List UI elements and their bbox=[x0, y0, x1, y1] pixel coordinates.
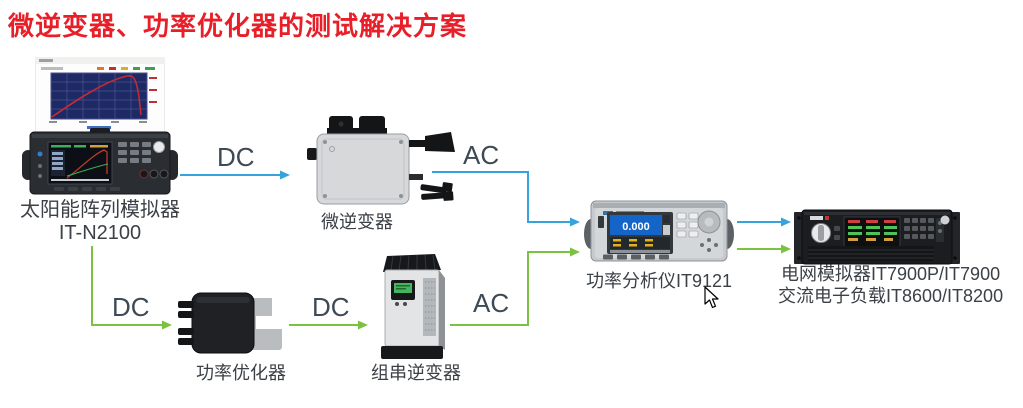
keypad bbox=[904, 218, 934, 239]
edge-label-dc-optimizer-string: DC bbox=[312, 292, 350, 322]
inverter-base bbox=[381, 346, 443, 359]
page-title: 微逆变器、功率优化器的测试解决方案 bbox=[8, 11, 468, 41]
ac-cable-plug bbox=[425, 132, 455, 152]
power-optimizer-device bbox=[178, 292, 286, 354]
iv-curve-line bbox=[51, 74, 142, 118]
micro-inverter-body bbox=[316, 133, 410, 205]
power-optimizer-body bbox=[191, 292, 255, 354]
edge-label-ac-string-analyzer: AC bbox=[473, 288, 510, 318]
power-optimizer-label: 功率优化器 bbox=[196, 363, 286, 383]
mouse-cursor-icon bbox=[704, 286, 719, 309]
power-analyzer-label: 功率分析仪IT9121 bbox=[585, 271, 733, 291]
arrow-keypad bbox=[700, 238, 718, 252]
input-connectors bbox=[178, 301, 194, 345]
micro-inverter-device bbox=[307, 116, 455, 205]
micro-inverter-label: 微逆变器 bbox=[321, 212, 393, 232]
edge-label-ac-micro-analyzer: AC bbox=[463, 140, 500, 170]
power-button bbox=[37, 151, 43, 157]
grid-simulator-label-line2: 交流电子负载IT8600/IT8200 bbox=[778, 286, 1004, 306]
solar-simulator-instrument bbox=[22, 128, 178, 195]
arrow-string-to-analyzer bbox=[450, 247, 580, 326]
string-inverter-label: 组串逆变器 bbox=[371, 363, 461, 383]
edge-label-dc-solar-micro: DC bbox=[217, 142, 255, 172]
edge-label-dc-solar-optimizer: DC bbox=[112, 292, 150, 322]
vent-grille bbox=[423, 278, 436, 336]
grid-simulator-label-line1: 电网模拟器IT7900P/IT7900 bbox=[781, 264, 1001, 284]
grid-simulator-knob bbox=[940, 215, 950, 225]
solar-simulator-label-line2: IT-N2100 bbox=[58, 222, 142, 244]
solar-simulator-software-screen bbox=[35, 57, 165, 133]
solar-simulator-label-line1: 太阳能阵列模拟器 bbox=[20, 199, 180, 221]
heatsink-fins bbox=[383, 254, 441, 272]
rotary-knob bbox=[153, 141, 165, 153]
power-analyzer-device: 0.000 bbox=[584, 200, 734, 262]
dc-mc4-connectors bbox=[420, 182, 454, 201]
grid-simulator-device bbox=[794, 209, 960, 265]
analyzer-reading: 0.000 bbox=[622, 221, 650, 233]
string-inverter-device bbox=[381, 254, 445, 359]
output-terminals bbox=[139, 169, 169, 179]
